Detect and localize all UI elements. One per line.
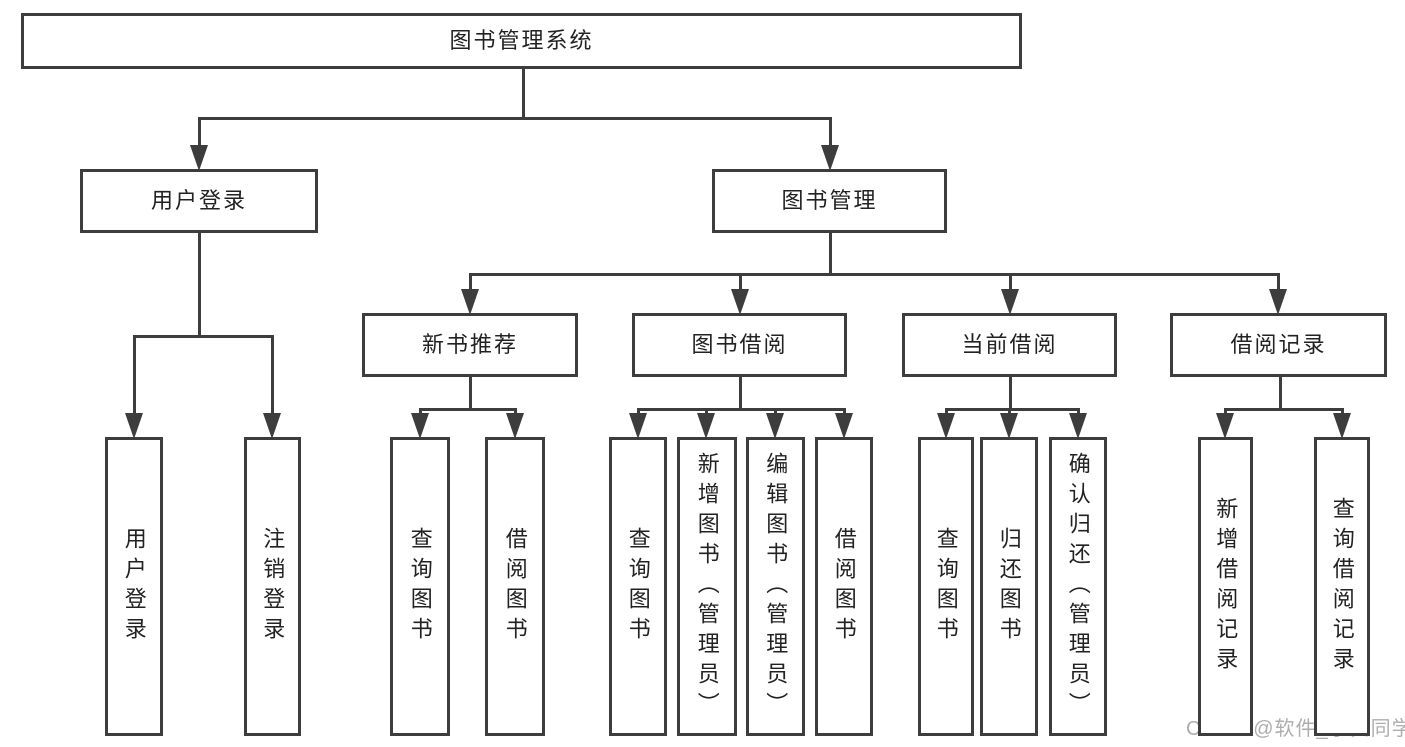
node-leaf-query-book-3: 查询图书 xyxy=(918,437,974,736)
connector-rail xyxy=(636,408,846,411)
arrowhead-icon xyxy=(1000,413,1018,439)
arrowhead-icon xyxy=(629,413,647,439)
connector-drop xyxy=(1008,273,1012,295)
node-leaf-borrow-book-1: 借阅图书 xyxy=(485,437,545,736)
arrowhead-icon xyxy=(1269,289,1287,315)
node-leaf-user-login: 用户登录 xyxy=(105,437,163,736)
arrowhead-icon xyxy=(731,289,749,315)
connector-drop xyxy=(828,117,832,151)
arrowhead-icon xyxy=(1333,413,1351,439)
connector-stem xyxy=(738,377,742,411)
connector-drop xyxy=(468,273,472,295)
node-leaf-confirm-return-admin: 确认归还（管理员） xyxy=(1049,437,1107,736)
arrowhead-icon xyxy=(1001,289,1019,315)
connector-drop xyxy=(132,335,136,419)
connector-drop xyxy=(738,273,742,295)
node-system-root: 图书管理系统 xyxy=(21,13,1022,69)
node-current-borrow: 当前借阅 xyxy=(902,313,1117,377)
arrowhead-icon xyxy=(1069,413,1087,439)
connector-rail xyxy=(197,117,832,120)
arrowhead-icon xyxy=(697,413,715,439)
node-leaf-logout: 注销登录 xyxy=(244,437,301,736)
node-leaf-borrow-book-2: 借阅图书 xyxy=(815,437,873,736)
arrowhead-icon xyxy=(1216,413,1234,439)
connector-drop xyxy=(197,117,201,151)
connector-stem xyxy=(828,233,832,276)
connector-rail xyxy=(132,335,274,338)
node-user-login-module: 用户登录 xyxy=(80,169,318,233)
arrowhead-icon xyxy=(190,145,208,171)
node-leaf-edit-book-admin: 编辑图书（管理员） xyxy=(746,437,805,736)
node-leaf-query-borrow-record: 查询借阅记录 xyxy=(1314,437,1370,736)
arrowhead-icon xyxy=(411,413,429,439)
arrowhead-icon xyxy=(937,413,955,439)
node-leaf-return-book: 归还图书 xyxy=(980,437,1038,736)
arrowhead-icon xyxy=(506,413,524,439)
connector-rail xyxy=(944,408,1080,411)
connector-rail xyxy=(1223,408,1344,411)
arrowhead-icon xyxy=(821,145,839,171)
connector-rail xyxy=(468,273,1280,276)
connector-stem xyxy=(521,69,525,120)
connector-stem xyxy=(1008,377,1012,411)
arrowhead-icon xyxy=(835,413,853,439)
node-leaf-add-book-admin: 新增图书（管理员） xyxy=(677,437,737,736)
arrowhead-icon xyxy=(125,413,143,439)
arrowhead-icon xyxy=(263,413,281,439)
node-leaf-query-book-1: 查询图书 xyxy=(390,437,450,736)
connector-drop xyxy=(270,335,274,419)
connector-stem xyxy=(1278,377,1282,411)
connector-stem xyxy=(197,233,201,338)
node-book-management: 图书管理 xyxy=(712,169,947,233)
connector-rail xyxy=(418,408,517,411)
arrowhead-icon xyxy=(766,413,784,439)
node-borrow-records: 借阅记录 xyxy=(1170,313,1387,377)
node-book-borrow: 图书借阅 xyxy=(632,313,847,377)
node-new-book-recommend: 新书推荐 xyxy=(362,313,578,377)
connector-stem xyxy=(468,377,472,411)
connector-drop xyxy=(1276,273,1280,295)
node-leaf-add-borrow-record: 新增借阅记录 xyxy=(1198,437,1253,736)
arrowhead-icon xyxy=(461,289,479,315)
node-leaf-query-book-2: 查询图书 xyxy=(609,437,667,736)
